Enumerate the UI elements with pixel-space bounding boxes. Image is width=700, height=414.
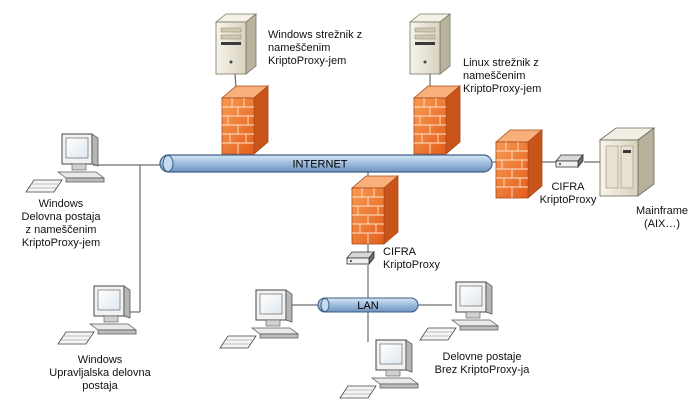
windows-server-icon [215, 13, 257, 75]
cifra-mainframe-label: CIFRA KriptoProxy [539, 181, 597, 206]
lan-bus: LAN [317, 297, 419, 313]
firewall-icon [351, 175, 399, 245]
mainframe-icon [598, 127, 656, 197]
cifra-lan-label: CIFRA KriptoProxy [383, 246, 440, 271]
lan-client-icon [219, 289, 299, 349]
proxy-device-icon [346, 251, 375, 265]
linux-server-label: Linux strežnik z nameščenim KriptoProxy-… [463, 57, 542, 95]
windows-workstation-icon [25, 133, 105, 193]
lan-bus-label: LAN [357, 300, 378, 312]
mainframe-label: Mainframe (AIX…) [636, 205, 688, 230]
admin-workstation-label: Windows Upravljalska delovna postaja [49, 354, 151, 392]
lan-client-icon [339, 339, 419, 399]
admin-workstation-icon [57, 285, 137, 345]
windows-server-label: Windows strežnik z nameščenim KriptoProx… [268, 29, 363, 67]
firewall-icon [413, 85, 461, 155]
windows-workstation-label: Windows Delovna postaja z nameščenim Kri… [21, 198, 101, 249]
internet-bus: INTERNET [159, 154, 493, 173]
proxy-device-icon [555, 154, 584, 168]
firewall-icon [495, 129, 543, 199]
lan-client-icon [419, 281, 499, 341]
lan-clients-label: Delovne postaje Brez KriptoProxy-ja [434, 351, 530, 376]
firewall-icon [221, 85, 269, 155]
linux-server-icon [409, 13, 451, 75]
internet-bus-label: INTERNET [293, 159, 348, 171]
